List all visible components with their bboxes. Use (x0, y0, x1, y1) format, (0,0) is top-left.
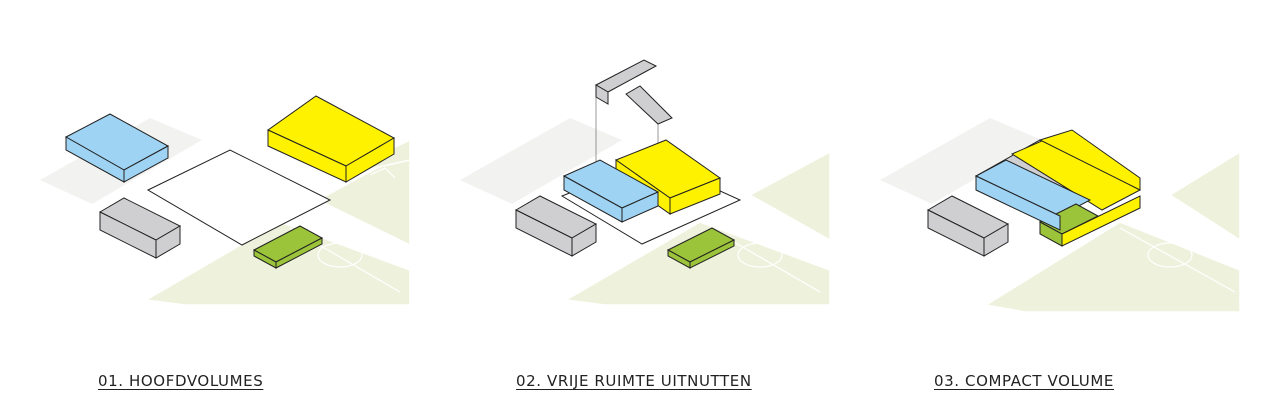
panel-caption: 02. VRIJE RUIMTE UITNUTTEN (516, 372, 752, 390)
field-markings (1119, 227, 1236, 293)
panel-caption: 01. HOOFDVOLUMES (98, 372, 264, 390)
volume-green (666, 227, 736, 269)
plaza-strip (880, 118, 1042, 204)
volume-yellow (267, 95, 396, 183)
plaza-strip (460, 118, 622, 204)
panel-compact-volume: 03. COMPACT VOLUME (840, 0, 1260, 412)
open-space (146, 149, 332, 246)
volume-blue (562, 159, 660, 223)
compact-volume (974, 129, 1142, 247)
volume-grey (514, 195, 598, 257)
floating-roof-volume (594, 59, 673, 125)
panel-caption: 03. COMPACT VOLUME (934, 372, 1114, 390)
panel-hoofdvolumes: 01. HOOFDVOLUMES (0, 0, 420, 412)
diagram-compact-volume (880, 118, 1241, 313)
volume-grey (926, 195, 1010, 257)
diagram-hoofdvolumes (40, 95, 411, 306)
volume-grey (98, 197, 182, 259)
volume-green (252, 225, 324, 269)
volume-blue (64, 113, 170, 183)
diagram-vrije-ruimte (460, 59, 831, 306)
sports-fields (983, 150, 1241, 313)
panel-vrije-ruimte: 02. VRIJE RUIMTE UITNUTTEN (420, 0, 840, 412)
